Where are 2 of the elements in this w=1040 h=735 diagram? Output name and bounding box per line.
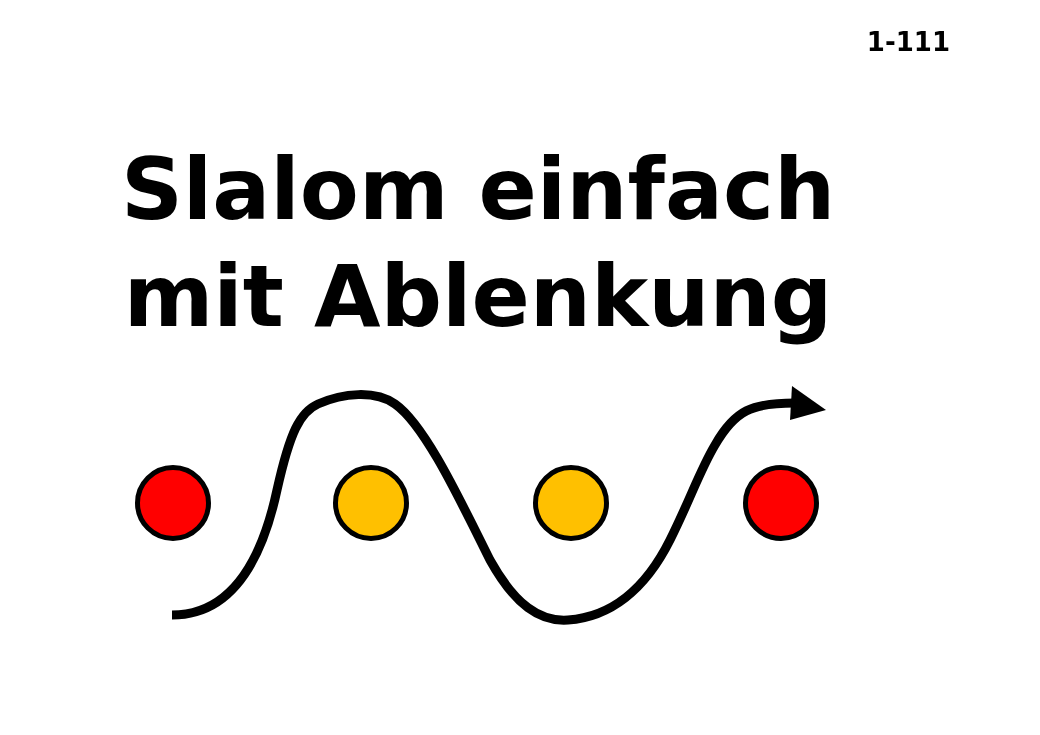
page-number: 1-111	[866, 26, 950, 58]
title: Slalom einfach mit Ablenkung	[119, 138, 837, 348]
